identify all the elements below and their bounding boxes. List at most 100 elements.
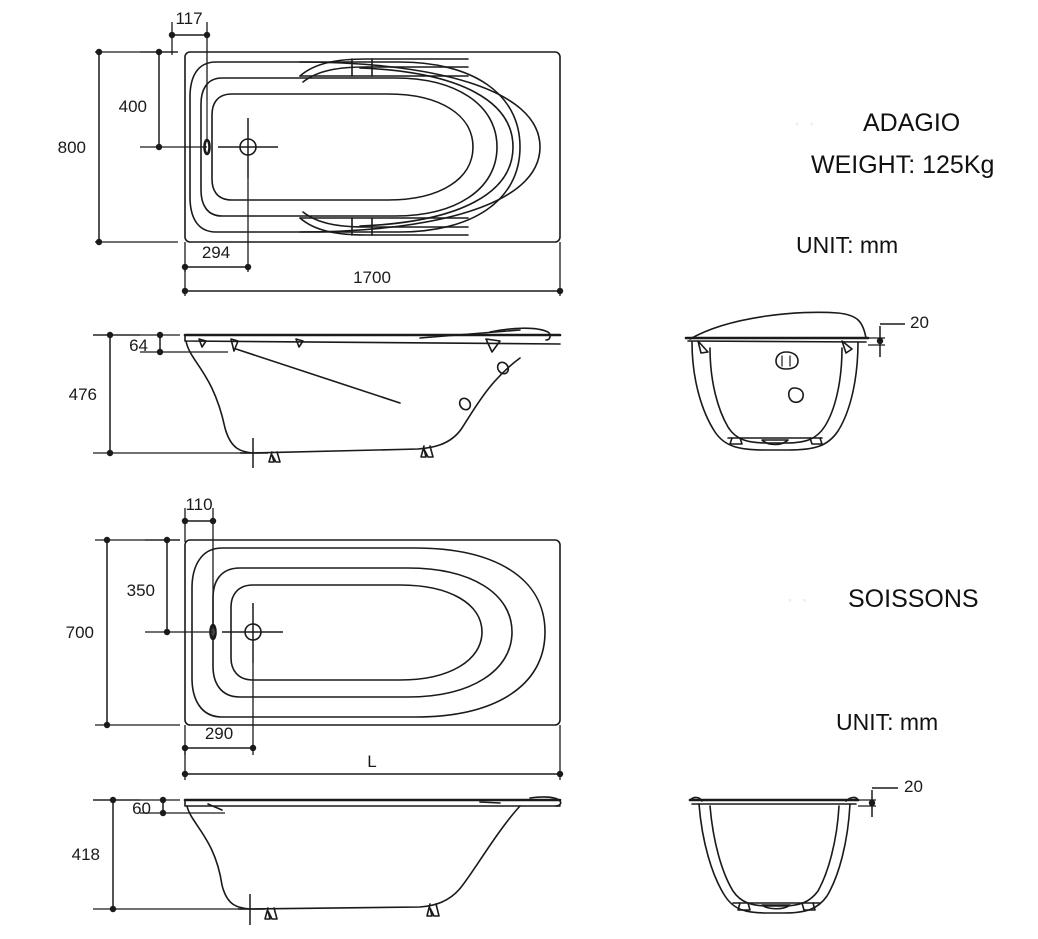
dim-label-700: 700 [66, 623, 94, 642]
dim-290-tick-right [249, 744, 257, 752]
dim-L-tick-right [556, 770, 564, 778]
adagio-side-bracket-a [198, 338, 207, 348]
dim-label-20-top: 20 [910, 313, 929, 332]
adagio-side-knuckle-a [496, 361, 510, 375]
ghost-mark-b: · · [786, 586, 809, 613]
dim-label-60: 60 [132, 799, 151, 818]
dim-476-tick-bot [106, 449, 114, 457]
dim-60-tick-bot [159, 809, 167, 817]
dim-label-294: 294 [202, 243, 230, 262]
adagio-side-bracket-b [230, 338, 239, 352]
dim-label-L: L [367, 752, 376, 771]
dim-label-400: 400 [119, 97, 147, 116]
dim-350-tick-top [163, 536, 171, 544]
dim-418-tick-top [109, 796, 117, 804]
soissons-side-foot-b [426, 903, 440, 917]
dim-label-20-bottom: 20 [904, 777, 923, 796]
dim-800-tick-bot [95, 238, 103, 246]
dim-64-tick-bot [156, 348, 164, 356]
soissons-title-block: · · SOISSONS UNIT: mm [786, 585, 979, 735]
adagio-side-right-edge [419, 329, 521, 339]
adagio-unit-label: UNIT: mm [796, 232, 898, 258]
adagio-product-name: ADAGIO [863, 109, 960, 137]
soissons-contour-outer [191, 547, 546, 718]
soissons-plan-view: 110 700 350 290 L [66, 495, 564, 780]
soissons-product-name: SOISSONS [848, 585, 979, 613]
soissons-end-view: 20 [688, 777, 923, 914]
adagio-end-drain-boss [761, 439, 789, 446]
soissons-side-rim-under [184, 799, 561, 807]
dim-400-tick-bot [155, 143, 163, 151]
dim-350-tick-bot [163, 628, 171, 636]
adagio-rim-contour-1 [189, 61, 521, 233]
dim-20t-tick [876, 337, 884, 345]
dim-117-tick-right [203, 31, 211, 39]
soissons-contour-inner [230, 584, 483, 681]
dim-700-tick-bot [103, 721, 111, 729]
soissons-end-rim-lip-l [689, 796, 703, 802]
soissons-side-right-lip [529, 796, 562, 807]
adagio-side-body-profile [185, 340, 521, 454]
soissons-end-body-outer [698, 803, 851, 914]
dim-110-tick-right [209, 517, 217, 525]
adagio-sweep-arc-outer [299, 61, 541, 233]
adagio-end-gusset-left [697, 340, 709, 354]
dim-64-tick-top [156, 331, 164, 339]
dim-label-800: 800 [58, 138, 86, 157]
soissons-end-drain-boss [761, 904, 791, 910]
dim-L-tick-left [181, 770, 189, 778]
dim-label-476: 476 [69, 385, 97, 404]
soissons-unit-label: UNIT: mm [836, 709, 938, 735]
adagio-weight-label: WEIGHT: 125Kg [811, 151, 994, 179]
dim-label-110: 110 [185, 495, 212, 514]
soissons-end-body-inner [709, 805, 840, 907]
dim-476-tick-top [106, 331, 114, 339]
adagio-end-body-inner [709, 347, 843, 444]
dim-1700-tick-left [181, 287, 189, 295]
adagio-handle-bot-inner [302, 211, 469, 228]
adagio-end-gusset-right [841, 340, 853, 354]
soissons-end-foot-b [801, 902, 816, 911]
dim-700-tick-top [103, 536, 111, 544]
adagio-side-rim-under [184, 334, 561, 345]
adagio-handle-top-outer [299, 58, 469, 77]
dim-label-64: 64 [129, 336, 148, 355]
adagio-rim-contour-3 [211, 93, 474, 201]
dim-label-290: 290 [205, 724, 233, 743]
dim-117-tick-left [168, 31, 176, 39]
dim-400-tick-top [155, 48, 163, 56]
adagio-title-block: · · ADAGIO WEIGHT: 125Kg UNIT: mm [793, 109, 994, 258]
soissons-side-elevation: 60 418 [72, 796, 562, 925]
adagio-plan-view: 117 800 400 294 1700 [58, 9, 564, 296]
adagio-side-bracket-d [485, 338, 501, 353]
adagio-side-knuckle-b [458, 397, 472, 411]
dim-label-117: 117 [175, 9, 202, 28]
soissons-side-foot-a [264, 907, 278, 920]
dim-418-tick-bot [109, 905, 117, 913]
dim-110-tick-left [181, 517, 189, 525]
soissons-end-rim-lip-r [845, 796, 859, 802]
dim-20b-tick [868, 799, 876, 807]
adagio-sweep-arc-mid [359, 67, 514, 227]
soissons-side-tick-a [207, 803, 223, 811]
soissons-side-tick-b [479, 801, 501, 804]
adagio-side-right-lip [489, 327, 551, 341]
dim-label-418: 418 [72, 845, 100, 864]
adagio-handle-bot-outer [299, 217, 469, 236]
soissons-end-foot-a [737, 902, 751, 911]
adagio-end-overflow-fitting [775, 351, 799, 370]
dim-800-tick-top [95, 48, 103, 56]
dim-label-350: 350 [127, 581, 155, 600]
adagio-side-bracket-c [295, 338, 304, 348]
adagio-end-view: 20 [684, 311, 929, 451]
dim-60-tick-top [159, 796, 167, 804]
adagio-handle-top-inner [302, 66, 469, 83]
adagio-side-foot-a [268, 451, 281, 463]
adagio-end-rim-top [689, 311, 867, 340]
adagio-end-rim-under [687, 340, 867, 343]
dim-1700-tick-right [556, 287, 564, 295]
dim-label-1700: 1700 [353, 268, 391, 287]
soissons-side-body-profile [186, 805, 521, 910]
adagio-rim-contour-2 [200, 77, 498, 217]
